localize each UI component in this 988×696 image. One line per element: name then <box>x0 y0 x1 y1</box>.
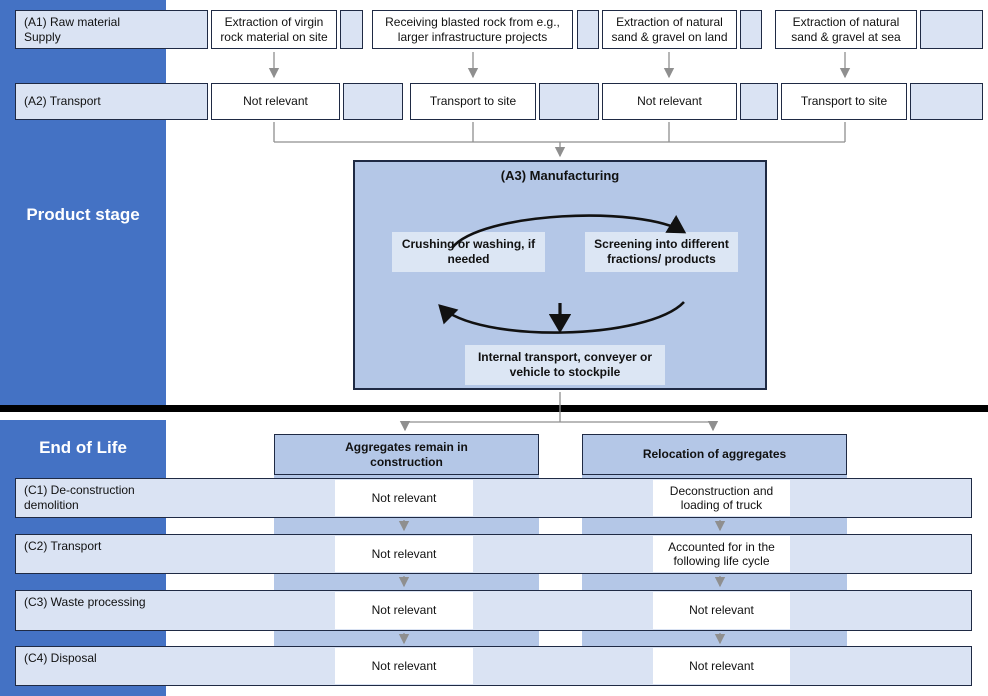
a3-crushing-box: Crushing or washing, if needed <box>392 232 545 272</box>
a2-box-4: Transport to site <box>781 83 907 120</box>
row-label-a2: (A2) Transport <box>15 83 208 120</box>
c1-right-cell: Deconstruction and loading of truck <box>653 480 790 516</box>
column-header-remain-text: Aggregates remain in construction <box>345 440 468 469</box>
a1-a2-arrows <box>268 52 851 79</box>
a1-box-sand-land: Extraction of natural sand & gravel on l… <box>602 10 737 49</box>
stage-divider <box>0 405 988 412</box>
a1-spacer-3 <box>740 10 762 49</box>
a2-spacer-4 <box>910 83 983 120</box>
a2-a3-bus <box>273 122 846 158</box>
row-c4: (C4) Disposal <box>15 646 972 686</box>
row-c1: (C1) De-construction demolition <box>15 478 972 518</box>
c4-right-cell: Not relevant <box>653 648 790 684</box>
c3-left-cell: Not relevant <box>335 592 473 629</box>
a2-spacer-3 <box>740 83 778 120</box>
row-label-c1: (C1) De-construction demolition <box>24 483 135 512</box>
row-label-a1: (A1) Raw material Supply <box>15 10 208 49</box>
row-label-c3: (C3) Waste processing <box>24 595 146 609</box>
product-stage-title: Product stage <box>26 205 140 224</box>
a2-spacer-2 <box>539 83 599 120</box>
row-c2: (C2) Transport <box>15 534 972 574</box>
c2-left-cell: Not relevant <box>335 536 473 572</box>
product-stage-sidebar <box>0 0 166 405</box>
a2-box-2: Transport to site <box>410 83 536 120</box>
a1-box-virgin-rock: Extraction of virgin rock material on si… <box>211 10 337 49</box>
a2-box-1: Not relevant <box>211 83 340 120</box>
c1-left-cell: Not relevant <box>335 480 473 516</box>
c4-left-cell: Not relevant <box>335 648 473 684</box>
a3-manufacturing-box: (A3) Manufacturing Crushing or washing, … <box>353 160 767 390</box>
end-of-life-title: End of Life <box>39 438 127 457</box>
a1-box-blasted-rock: Receiving blasted rock from e.g., larger… <box>372 10 573 49</box>
a3-internal-transport-box: Internal transport, conveyer or vehicle … <box>465 345 665 385</box>
a1-spacer-1 <box>340 10 363 49</box>
a2-spacer-1 <box>343 83 403 120</box>
row-c3: (C3) Waste processing <box>15 590 972 631</box>
column-header-relocation: Relocation of aggregates <box>582 434 847 475</box>
a3-screening-box: Screening into different fractions/ prod… <box>585 232 738 272</box>
a1-spacer-4 <box>920 10 983 49</box>
row-label-c4: (C4) Disposal <box>24 651 97 665</box>
c3-right-cell: Not relevant <box>653 592 790 629</box>
row-label-a1-text: (A1) Raw material Supply <box>24 15 121 44</box>
a1-box-sand-sea: Extraction of natural sand & gravel at s… <box>775 10 917 49</box>
row-label-a2-text: (A2) Transport <box>24 94 101 109</box>
a2-box-3: Not relevant <box>602 83 737 120</box>
row-label-c2: (C2) Transport <box>24 539 102 553</box>
column-header-remain: Aggregates remain in construction <box>274 434 539 475</box>
a3-title: (A3) Manufacturing <box>500 168 620 183</box>
column-header-relocation-text: Relocation of aggregates <box>642 447 787 462</box>
a1-spacer-2 <box>577 10 599 49</box>
c2-right-cell: Accounted for in the following life cycl… <box>653 536 790 572</box>
